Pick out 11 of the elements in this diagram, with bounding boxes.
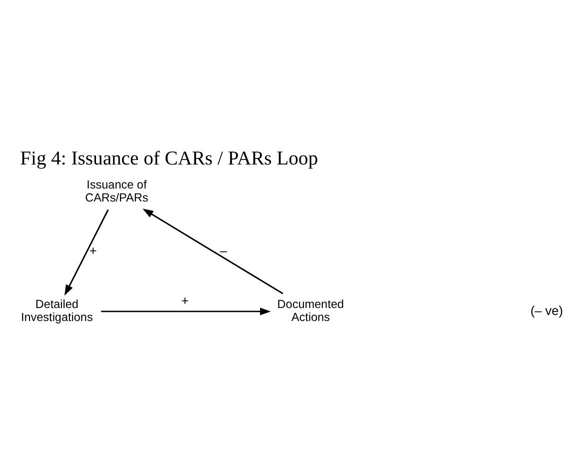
- edge-label: +: [181, 292, 189, 308]
- node-text: Detailed Investigations: [20, 298, 93, 324]
- arrow: [101, 308, 271, 316]
- diagram-title: Fig 4: Issuance of CARs / PARs Loop: [20, 148, 318, 170]
- node-text: Documented Actions: [277, 298, 344, 324]
- label: (– ve): [530, 302, 563, 318]
- edge-label: +: [89, 243, 97, 258]
- edge-label: –: [220, 243, 227, 258]
- arrow: [64, 209, 109, 296]
- node-text: Issuance of CARs/PARs: [85, 178, 148, 204]
- arrow: [142, 208, 284, 294]
